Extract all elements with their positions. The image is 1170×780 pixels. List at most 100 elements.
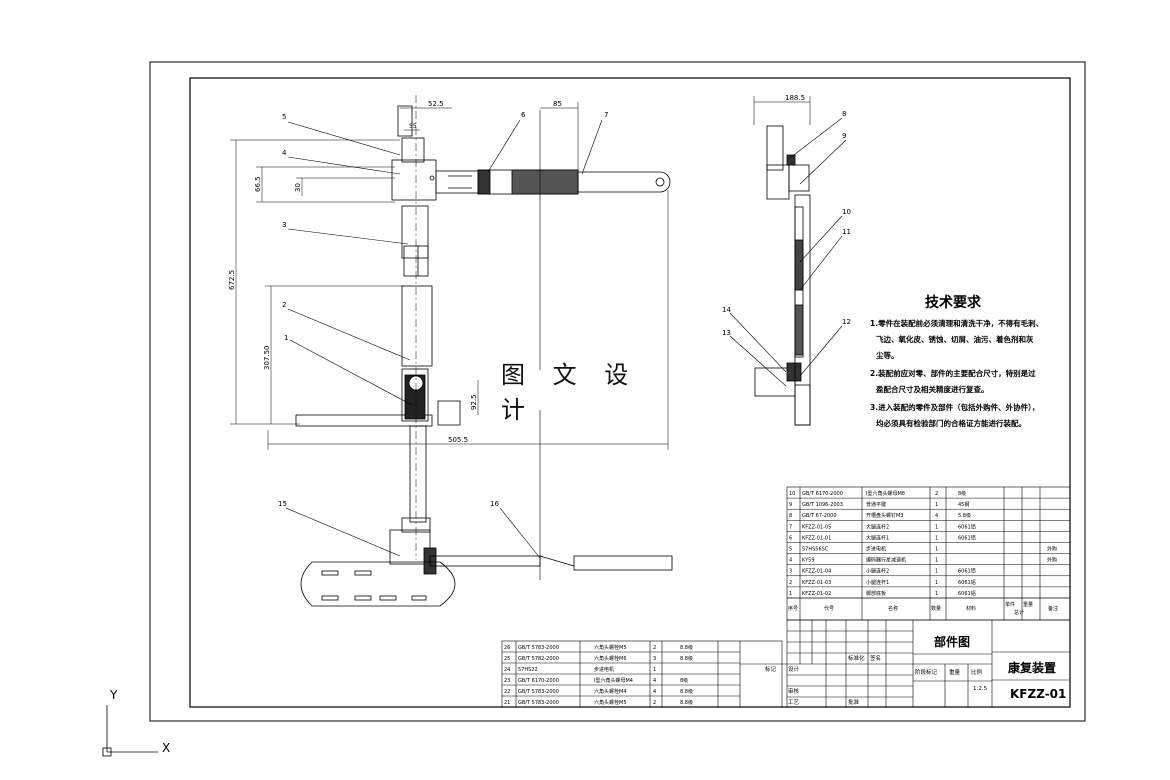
balloon-10: 10: [842, 208, 851, 216]
parts-cell-name: 编码器行星减速机: [866, 557, 906, 564]
thigh-link: [435, 170, 481, 194]
lower-cell-no: 26: [504, 645, 510, 651]
parts-header-material: 材料: [966, 605, 976, 612]
parts-cell-qty: 1: [935, 591, 938, 597]
dim-505-5: 505.5: [448, 436, 468, 444]
tech-req-line-5: 盈配合尺寸及相关精度进行复查。: [875, 384, 989, 394]
parts-cell-material: 45钢: [958, 501, 969, 508]
balloon-2: 2: [282, 301, 286, 309]
tb-drawing-no: KFZZ-01: [1010, 687, 1066, 701]
parts-cell-no: 1: [789, 591, 792, 597]
lower-cell-name: 六角头螺栓M5: [594, 644, 627, 651]
parts-cell-code: KFZZ-01-03: [802, 580, 831, 586]
dim-30: 30: [294, 183, 302, 192]
parts-cell-code: 57HS56SC: [802, 547, 829, 553]
tb-label-standard: 标准化: [848, 654, 865, 662]
ucs-x-label: X: [162, 741, 170, 755]
parts-cell-name: 小腿连杆1: [866, 579, 889, 586]
dim-307-50: 307.50: [263, 346, 271, 371]
parts-cell-qty: 1: [935, 569, 938, 575]
balloon-13: 13: [722, 329, 731, 337]
tb-label-mark: 标记: [765, 665, 777, 673]
parts-header-name: 名称: [888, 605, 898, 612]
balloon-1: 1: [284, 334, 288, 342]
parts-cell-code: KFZZ-01-05: [802, 524, 831, 530]
dim-52-5: 52.5: [428, 100, 444, 108]
lower-cell-material: 8.8级: [680, 644, 693, 651]
lower-cell-name: 六角头螺栓M4: [594, 688, 627, 695]
balloon-4: 4: [282, 149, 287, 157]
lower-cell-name: 步进电机: [594, 666, 614, 673]
front-view: [295, 105, 671, 427]
tech-req-line-6: 3.进入装配的零件及部件（包括外购件、外协件），: [870, 402, 1039, 412]
parts-cell-material: 6061铝: [958, 568, 976, 575]
outer-frame: [149, 61, 1086, 722]
parts-cell-qty: 1: [935, 580, 938, 586]
base-plate: [295, 414, 433, 427]
parts-header-qty: 数量: [931, 605, 941, 612]
parts-header-note: 备注: [1048, 605, 1058, 612]
parts-cell-code: GB/T 1096-2003: [802, 502, 843, 508]
parts-cell-qty: 1: [935, 558, 938, 564]
lower-cell-qty: 3: [653, 656, 656, 662]
lower-cell-code: GB/T 5783-2000: [518, 689, 559, 695]
parts-header-code: 代号: [824, 605, 834, 612]
lower-cell-qty: 2: [653, 645, 656, 651]
lower-cell-no: 22: [504, 689, 510, 695]
parts-cell-material: 5.8级: [958, 512, 971, 519]
parts-cell-no: 4: [789, 558, 792, 564]
tech-req-line-2: 飞边、氧化皮、锈蚀、切屑、油污、着色剂和灰: [876, 334, 1034, 344]
parts-cell-qty: 1: [935, 547, 938, 553]
balloon-6: 6: [521, 111, 526, 119]
lower-cell-code: 57HS22: [518, 667, 538, 673]
parts-cell-note: 外购: [1047, 546, 1057, 553]
lower-leg: [401, 285, 433, 367]
parts-cell-no: 8: [789, 513, 792, 519]
parts-header-no: 序号: [788, 605, 798, 612]
lower-cell-material: 8级: [680, 677, 688, 684]
parts-cell-code: KFZZ-01-04: [802, 569, 831, 575]
balloon-14: 14: [722, 306, 731, 314]
lower-cell-no: 25: [504, 656, 510, 662]
tech-req-line-3: 尘等。: [876, 350, 899, 360]
parts-cell-qty: 1: [935, 524, 938, 530]
dim-55: 55: [409, 123, 417, 130]
lower-cell-code: GB/T 5783-2000: [518, 700, 559, 706]
lower-cell-qty: 4: [653, 689, 656, 695]
parts-cell-no: 6: [789, 535, 792, 541]
parts-cell-material: 6061铝: [958, 534, 976, 541]
parts-cell-code: KFZZ-01-02: [802, 591, 831, 597]
tech-requirements: 技术要求 1.零件在装配前必须清理和清洗干净，不得有毛刺、 飞边、氧化皮、锈蚀、…: [870, 294, 1043, 428]
lower-cell-no: 21: [504, 700, 510, 706]
tb-label-scale: 比例: [971, 668, 983, 676]
tech-req-line-7: 均必须具有检验部门的合格证方能进行装配。: [876, 418, 1026, 428]
parts-cell-no: 5: [789, 547, 792, 553]
parts-cell-name: 脚部底板: [866, 590, 886, 597]
balloon-5: 5: [282, 113, 286, 121]
dim-672-5: 672.5: [228, 270, 236, 290]
balloon-9: 9: [842, 132, 846, 140]
parts-cell-name: 步进电机: [866, 546, 886, 553]
parts-cell-qty: 1: [935, 502, 938, 508]
tb-label-weight: 重量: [949, 668, 961, 676]
parts-cell-code: KY59: [802, 558, 815, 564]
knee-motor: [391, 159, 437, 201]
parts-cell-name: 开槽盘头螺钉M3: [866, 512, 904, 519]
lower-cell-code: GB/T 6170-2000: [518, 678, 559, 684]
watermark: 图 文 设 计: [501, 361, 667, 424]
tb-label-approve: 批准: [848, 698, 860, 706]
lower-cell-qty: 4: [653, 678, 656, 684]
lower-cell-qty: 2: [653, 700, 656, 706]
balloon-12: 12: [842, 318, 851, 326]
balloon-8: 8: [842, 110, 846, 118]
balloon-3: 3: [282, 221, 286, 229]
tb-title: 康复装置: [1008, 660, 1056, 675]
parts-cell-name: 普通平键: [866, 501, 886, 508]
lower-cell-name: 六角头螺栓M5: [594, 699, 627, 706]
parts-cell-code: KFZZ-01-01: [802, 535, 831, 541]
lower-cell-code: GB/T 5782-2000: [518, 656, 559, 662]
tb-label-review: 审核: [788, 687, 800, 695]
